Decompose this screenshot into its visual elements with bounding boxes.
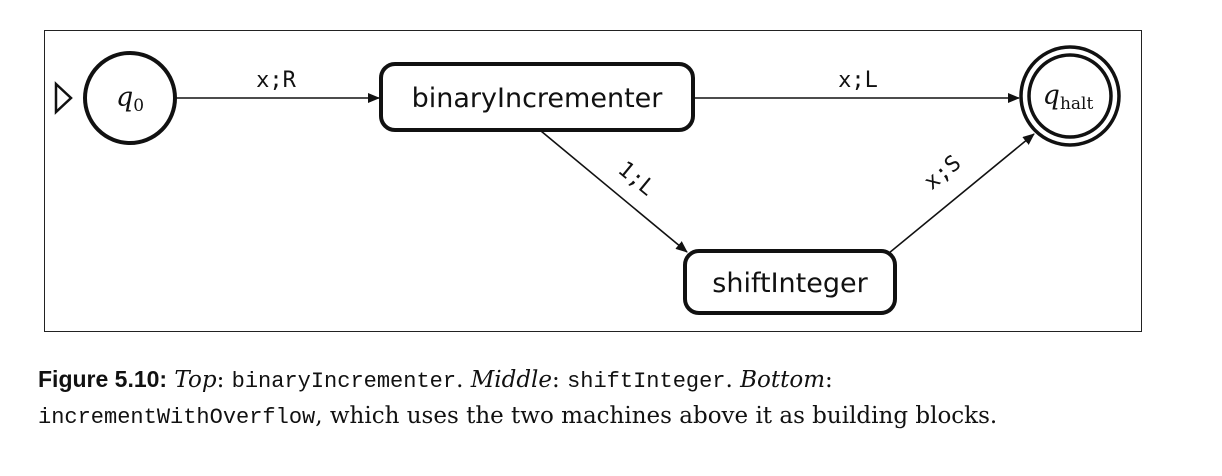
svg-text:q0: q0 (116, 82, 144, 116)
binary-incrementer-label: binaryIncrementer (412, 83, 664, 114)
state-q-halt-label: q (1043, 80, 1060, 111)
state-q-halt: qhalt (1019, 45, 1121, 147)
state-q0: q0 (83, 51, 177, 145)
state-q-halt-subscript: halt (1060, 94, 1094, 114)
state-binary-incrementer: binaryIncrementer (379, 62, 695, 132)
edge-label-x-l: x;L (838, 68, 878, 93)
diagram-frame (44, 30, 1142, 332)
caption-top-machine: binaryIncrementer (231, 369, 457, 394)
caption-bottom-machine: incrementWithOverflow (38, 405, 316, 430)
edge-shift-integer-to-q-halt (888, 133, 1035, 254)
state-q0-subscript: 0 (133, 96, 144, 116)
state-q0-label: q (116, 82, 133, 113)
shift-integer-label: shiftInteger (712, 268, 868, 299)
edge-label-1-l: 1;L (613, 157, 660, 202)
edge-label-x-s: x;S (920, 151, 967, 196)
figure-caption: Figure 5.10: Top: binaryIncrementer. Mid… (38, 366, 998, 430)
start-state-marker (54, 81, 73, 115)
caption-top-label: Top (174, 367, 217, 393)
state-machine-diagram: q0 binaryIncrementer shiftInteger qhalt … (54, 45, 1121, 315)
edge-binary-incrementer-to-shift-integer (540, 130, 688, 253)
caption-bottom-label: Bottom (740, 367, 826, 393)
state-shift-integer: shiftInteger (683, 249, 897, 315)
caption-middle-label: Middle (470, 367, 553, 393)
figure-label: Figure 5.10: (38, 366, 168, 392)
svg-text:qhalt: qhalt (1043, 80, 1094, 114)
caption-middle-machine: shiftInteger (567, 369, 726, 394)
caption-bottom-description: , which uses the two machines above it a… (315, 403, 998, 429)
edge-label-x-r: x;R (256, 68, 296, 93)
